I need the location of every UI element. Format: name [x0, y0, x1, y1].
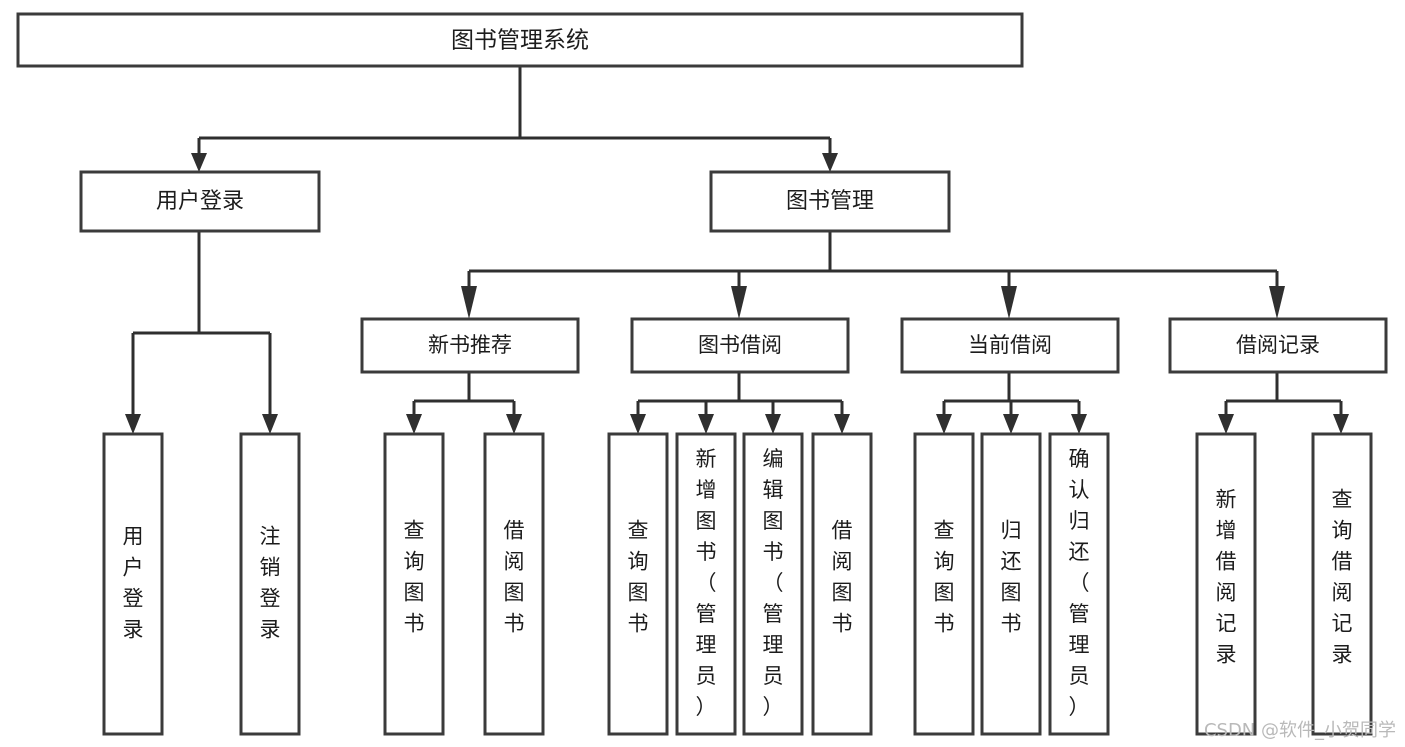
arrow-head-leaf-user-logout	[262, 414, 278, 434]
node-book-management[interactable]: 图书管理	[709, 170, 951, 233]
node-user-login[interactable]: 用户登录	[79, 170, 321, 233]
new-book-recommend-label: 新书推荐	[428, 333, 512, 357]
arrow-head-current-borrow	[1001, 286, 1017, 319]
node-leaf-query-book-1[interactable]: 查询图书	[383, 432, 445, 736]
arrow-head-borrow-book-2	[834, 414, 850, 434]
current-borrow-box[interactable]	[900, 317, 1120, 374]
node-leaf-edit-book[interactable]: 编辑图书（管理员）	[742, 432, 804, 736]
arrow-head-query-record	[1333, 414, 1349, 434]
node-leaf-user-logout[interactable]: 注销登录	[239, 432, 301, 736]
leaf-user-login-label: 用户登录	[123, 525, 144, 642]
leaf-add-record-label: 新增借阅记录	[1216, 488, 1237, 667]
node-leaf-user-login[interactable]: 用户登录	[102, 432, 164, 736]
leaf-add-record-box[interactable]	[1195, 432, 1257, 736]
node-leaf-add-book[interactable]: 新增图书（管理员）	[675, 432, 737, 736]
leaf-borrow-book-1-box[interactable]	[483, 432, 545, 736]
leaf-query-book-1-box[interactable]	[383, 432, 445, 736]
leaf-query-record-label: 查询借阅记录	[1332, 488, 1353, 667]
node-book-borrow[interactable]: 图书借阅	[630, 317, 850, 374]
arrow-head-add-book	[698, 414, 714, 434]
node-leaf-return-book[interactable]: 归还图书	[980, 432, 1042, 736]
borrow-record-box[interactable]	[1168, 317, 1388, 374]
leaf-query-book-3-label: 查询图书	[934, 519, 955, 636]
leaf-add-book-label: 新增图书（管理员）	[696, 447, 717, 719]
leaf-borrow-book-2-label: 借阅图书	[832, 519, 853, 636]
node-leaf-query-book-2[interactable]: 查询图书	[607, 432, 669, 736]
node-leaf-confirm-return[interactable]: 确认归还（管理员）	[1048, 432, 1110, 736]
leaf-borrow-book-2-box[interactable]	[811, 432, 873, 736]
book-borrow-label: 图书借阅	[698, 333, 782, 357]
arrow-head-add-record	[1218, 414, 1234, 434]
leaf-edit-book-label: 编辑图书（管理员）	[763, 447, 784, 719]
node-leaf-add-record[interactable]: 新增借阅记录	[1195, 432, 1257, 736]
connector-layer	[125, 66, 1349, 434]
arrow-head-book-management	[822, 153, 838, 172]
arrow-head-query-book-1	[406, 414, 422, 434]
arrow-head-borrow-book-1	[506, 414, 522, 434]
leaf-confirm-return-box[interactable]	[1048, 432, 1110, 736]
new-book-recommend-box[interactable]	[360, 317, 580, 374]
leaf-query-book-2-box[interactable]	[607, 432, 669, 736]
node-leaf-borrow-book-1[interactable]: 借阅图书	[483, 432, 545, 736]
node-leaf-query-book-3[interactable]: 查询图书	[913, 432, 975, 736]
leaf-query-record-box[interactable]	[1311, 432, 1373, 736]
node-current-borrow[interactable]: 当前借阅	[900, 317, 1120, 374]
user-login-box[interactable]	[79, 170, 321, 233]
arrow-head-return-book	[1003, 414, 1019, 434]
book-borrow-box[interactable]	[630, 317, 850, 374]
book-management-box[interactable]	[709, 170, 951, 233]
leaf-edit-book-box[interactable]	[742, 432, 804, 736]
arrow-head-book-borrow	[731, 286, 747, 319]
book-management-label: 图书管理	[786, 189, 874, 214]
leaf-add-book-box[interactable]	[675, 432, 737, 736]
leaf-query-book-3-box[interactable]	[913, 432, 975, 736]
leaf-user-logout-box[interactable]	[239, 432, 301, 736]
arrow-head-edit-book	[765, 414, 781, 434]
node-leaf-query-record[interactable]: 查询借阅记录	[1311, 432, 1373, 736]
arrow-head-user-login	[191, 153, 207, 172]
node-borrow-record[interactable]: 借阅记录	[1168, 317, 1388, 374]
leaf-query-book-2-label: 查询图书	[628, 519, 649, 636]
watermark-text: CSDN @软件_小贺同学	[1204, 720, 1396, 741]
arrow-head-borrow-record	[1269, 286, 1285, 319]
arrow-head-leaf-user-login	[125, 414, 141, 434]
node-new-book-recommend[interactable]: 新书推荐	[360, 317, 580, 374]
node-leaf-borrow-book-2[interactable]: 借阅图书	[811, 432, 873, 736]
leaf-query-book-1-label: 查询图书	[404, 519, 425, 636]
leaf-confirm-return-label: 确认归还（管理员）	[1069, 447, 1090, 719]
arrow-head-confirm-return	[1071, 414, 1087, 434]
root-label: 图书管理系统	[451, 28, 589, 54]
current-borrow-label: 当前借阅	[968, 333, 1052, 357]
root-box[interactable]	[16, 12, 1024, 68]
arrow-head-new-book-recommend	[461, 286, 477, 319]
borrow-record-label: 借阅记录	[1236, 333, 1320, 357]
leaf-layer: 用户登录 注销登录 查询图书 借阅图书 查询图书 新增图书	[102, 432, 1373, 736]
leaf-user-logout-label: 注销登录	[260, 525, 281, 642]
leaf-user-login-box[interactable]	[102, 432, 164, 736]
user-login-label: 用户登录	[156, 189, 244, 214]
node-root[interactable]: 图书管理系统	[16, 12, 1024, 68]
arrow-head-query-book-3	[936, 414, 952, 434]
leaf-return-book-box[interactable]	[980, 432, 1042, 736]
arrow-head-query-book-2	[630, 414, 646, 434]
leaf-borrow-book-1-label: 借阅图书	[504, 519, 525, 636]
leaf-return-book-label: 归还图书	[1001, 519, 1022, 636]
